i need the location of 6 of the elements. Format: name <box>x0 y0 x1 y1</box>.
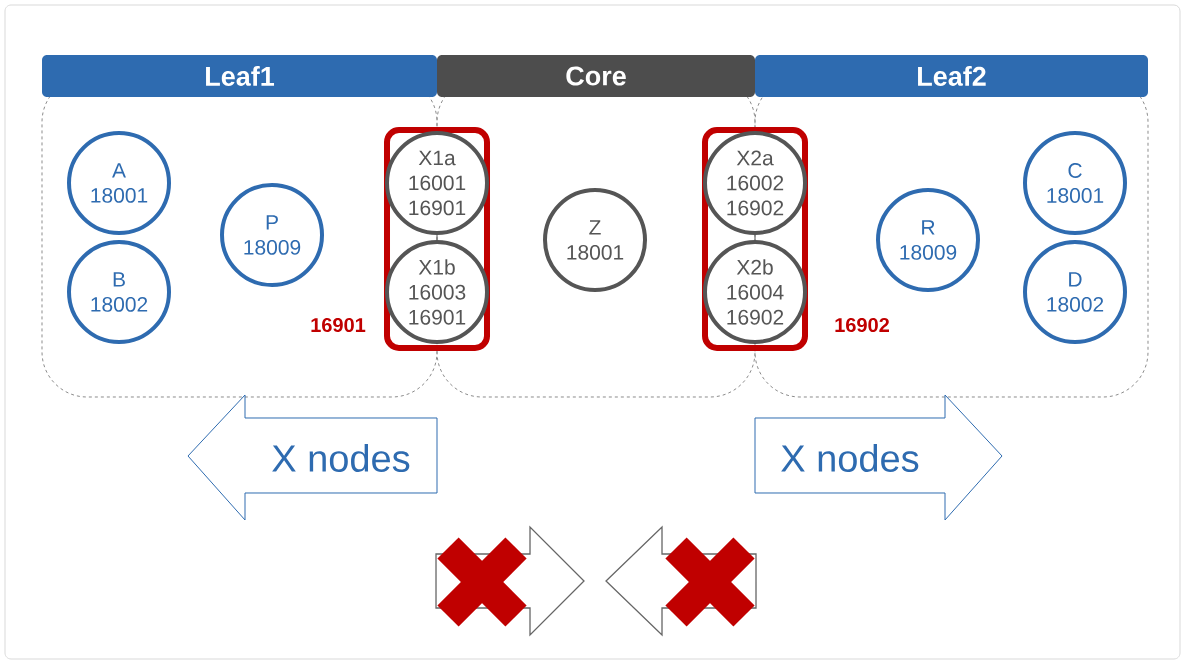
connector-line <box>436 234 438 241</box>
group-frame <box>702 127 808 351</box>
group-frame <box>384 127 490 351</box>
port-label: 16901 <box>311 317 366 333</box>
port-label: 16902 <box>835 317 889 333</box>
connector-line <box>754 234 756 241</box>
